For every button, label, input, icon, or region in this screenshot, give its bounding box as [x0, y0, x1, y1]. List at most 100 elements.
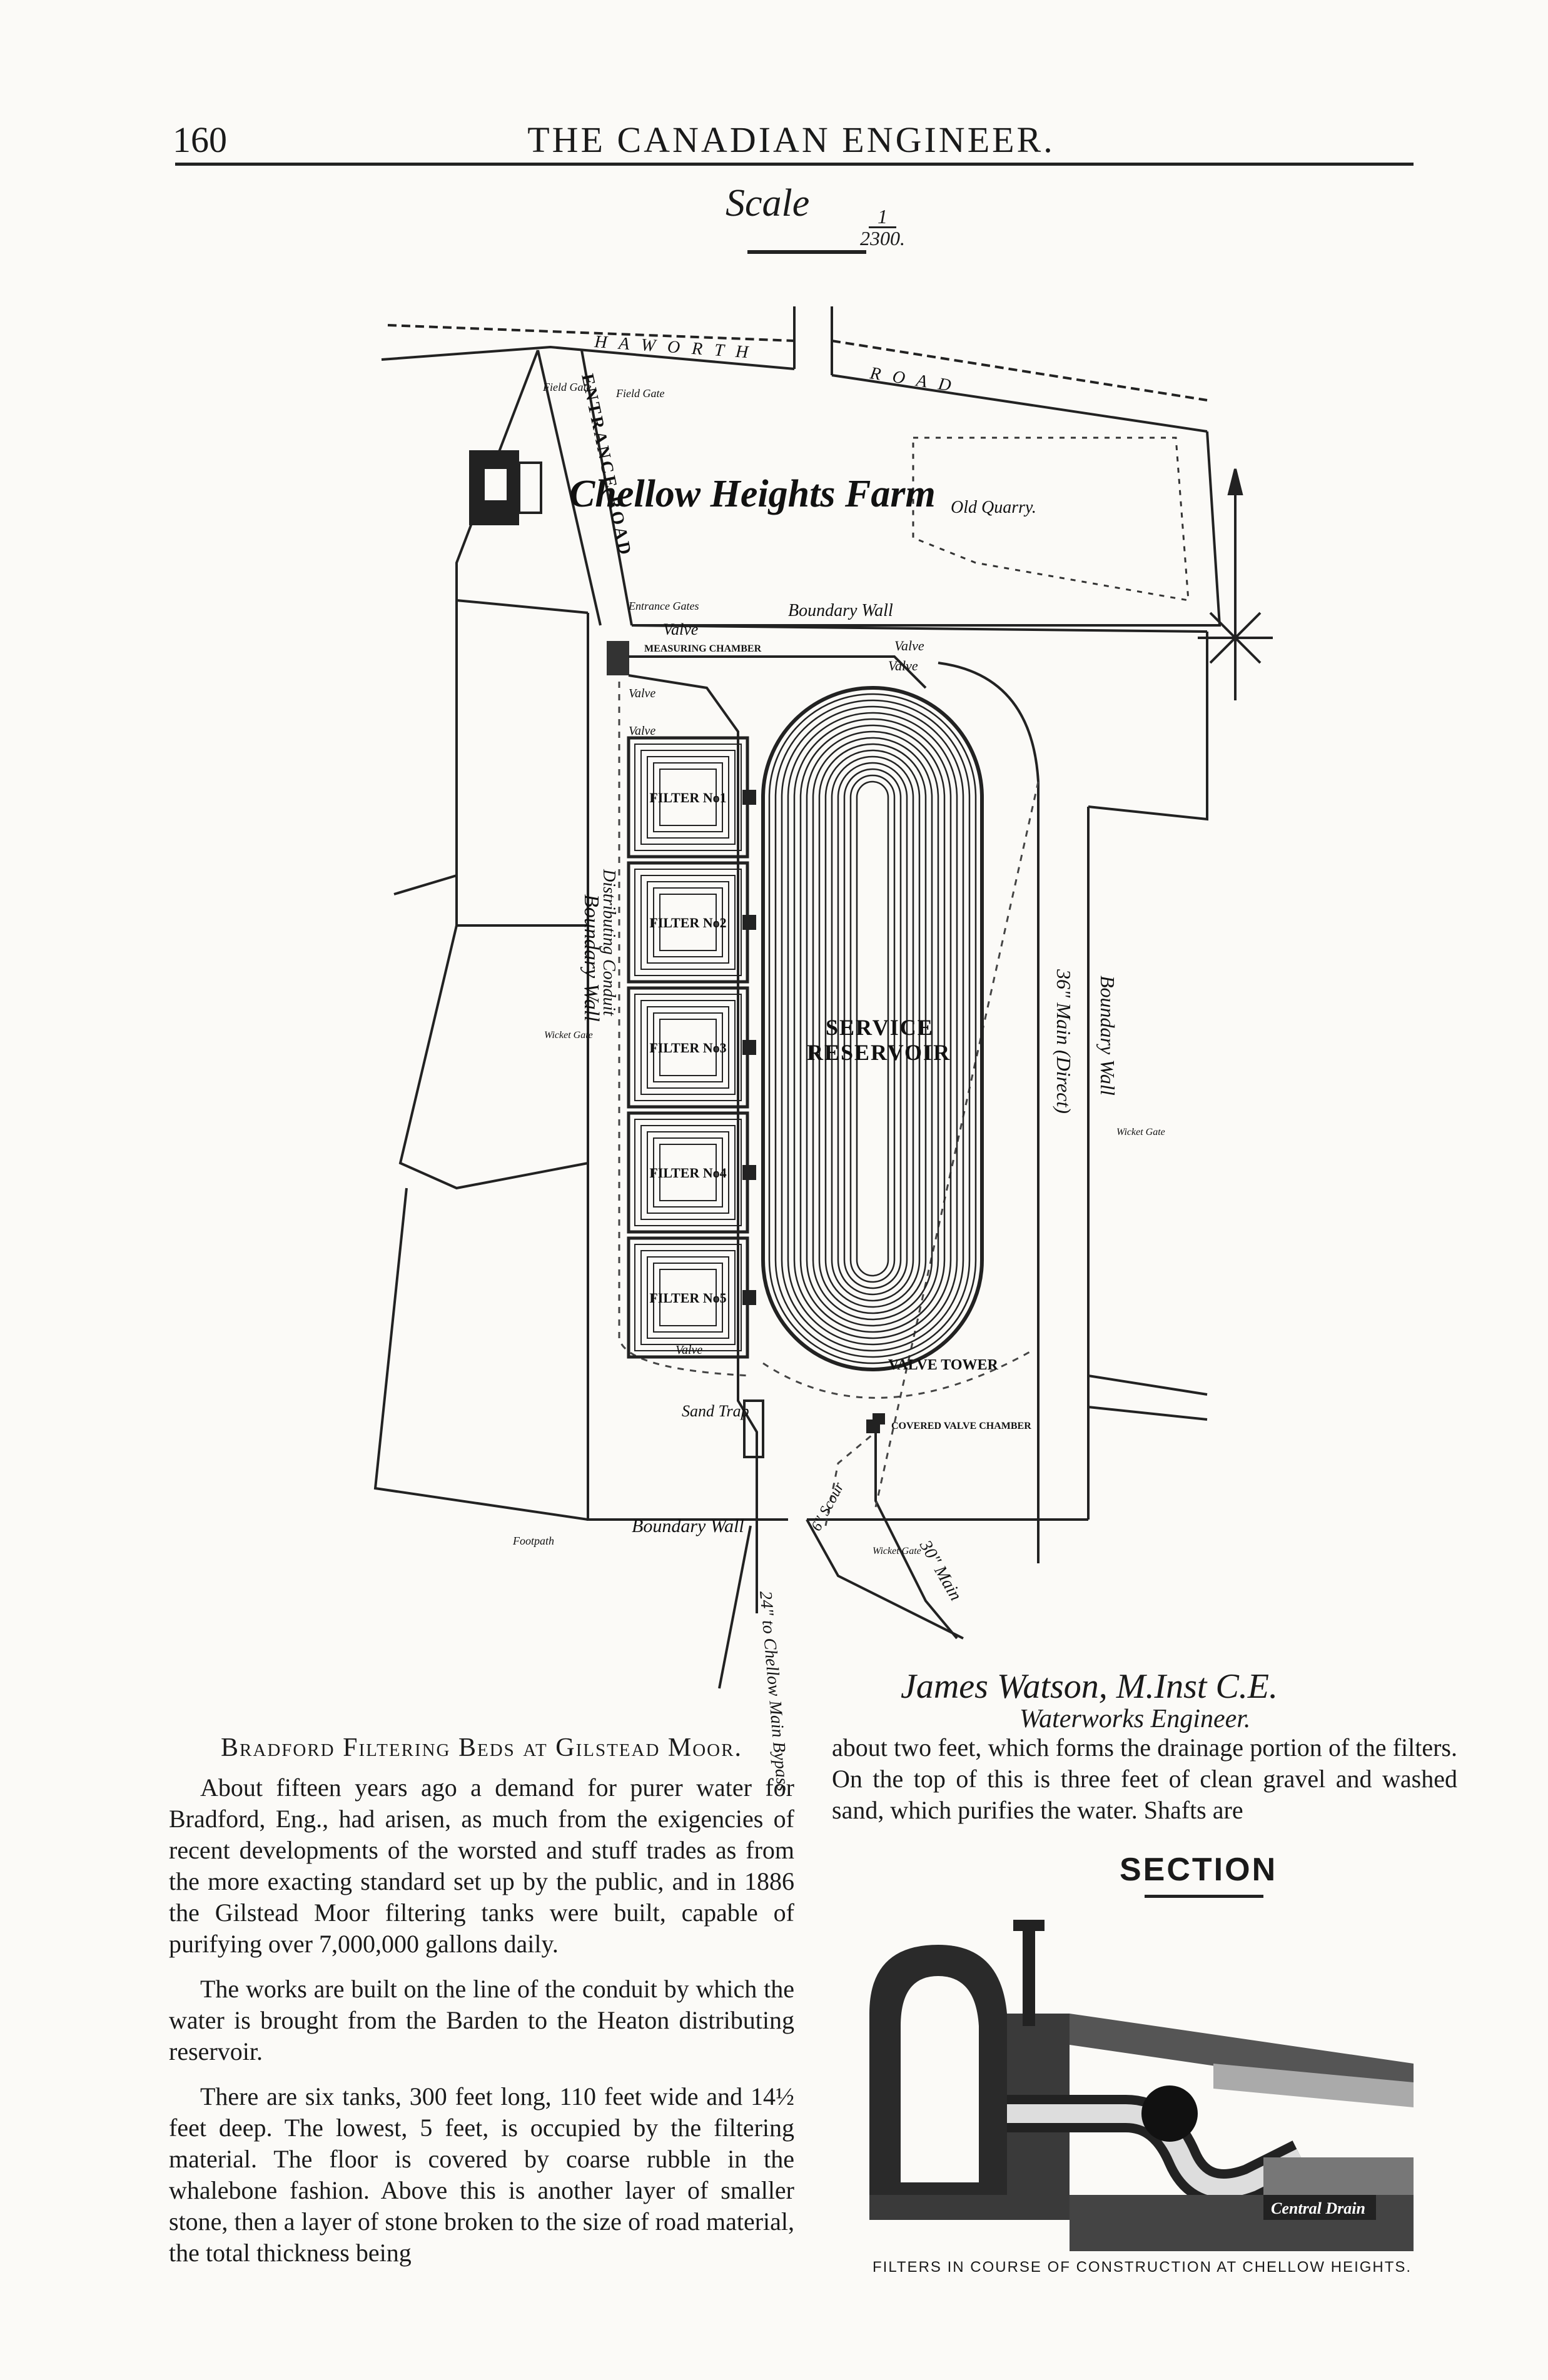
pipe-filter-main	[628, 674, 758, 1613]
filter-bed-outline	[653, 1137, 723, 1208]
filter-bed-outline	[653, 1263, 723, 1333]
field-line	[393, 600, 458, 895]
field-line	[806, 1519, 964, 1640]
filter-bed-outline	[659, 894, 717, 951]
road-label-road: R O A D	[868, 363, 956, 396]
filter-valve	[742, 1165, 756, 1180]
reservoir-contour	[818, 743, 927, 1314]
road-edge-lower-left	[381, 345, 795, 370]
filter-bed-outline	[647, 881, 729, 964]
filter-bed-outline	[647, 1006, 729, 1089]
signature-title: Waterworks Engineer.	[1019, 1705, 1251, 1733]
distributing-conduit-label: Distributing Conduit	[599, 869, 619, 1016]
quarry-label: Old Quarry.	[951, 498, 1036, 517]
reservoir-contour	[787, 712, 958, 1346]
service-reservoir-label-1: SERVICE	[826, 1015, 934, 1040]
filter-bed: FILTER No4	[627, 1111, 756, 1234]
central-drain-box	[1263, 2195, 1376, 2220]
boundary-wall-left-label: Boundary Wall	[580, 894, 603, 1022]
field-line	[1088, 1374, 1208, 1421]
road-junction	[793, 306, 833, 375]
filter-valve	[742, 1040, 756, 1055]
valve-label-4: Valve	[629, 687, 655, 700]
article-paragraph-continued: about two feet, which forms the drainage…	[832, 1733, 1457, 1824]
wicket-gate-bottom-label: Wicket Gate	[873, 1546, 921, 1556]
dashed-pipe	[762, 1349, 1033, 1399]
reservoir-contour	[837, 762, 908, 1296]
reservoir-contour	[856, 780, 889, 1277]
scale-numerator: 1	[869, 206, 896, 228]
section-pipe	[1007, 2085, 1310, 2207]
farm-label: Chellow Heights Farm	[569, 473, 936, 515]
service-reservoir-label-2: RESERVOIR	[807, 1040, 951, 1065]
filter-bed-outline	[659, 1019, 717, 1076]
field-gate-label-2: Field Gate	[615, 387, 664, 400]
pipe-36-main	[938, 662, 1040, 1563]
road-edge-top	[387, 324, 795, 342]
filter-bed-outline	[640, 1000, 736, 1095]
pipe-30-main	[874, 1426, 958, 1640]
road-edge-top-right	[831, 340, 1208, 401]
article-paragraph-2: The works are built on the line of the c…	[169, 1975, 794, 2065]
boundary-wall-right-label: Boundary Wall	[1096, 976, 1119, 1096]
filter-bed-outline	[634, 1119, 742, 1226]
reservoir-contour	[799, 724, 946, 1333]
entrance-gates-label: Entrance Gates	[628, 600, 699, 612]
covered-valve-chamber-label: COVERED VALVE CHAMBER	[891, 1421, 1031, 1431]
article-right-column: about two feet, which forms the drainage…	[832, 1732, 1457, 1840]
scale-label: Scale	[726, 182, 810, 224]
section-heading: SECTION	[1120, 1852, 1278, 1888]
scale-fraction: 1 2300.	[860, 206, 905, 248]
filter-label: FILTER No2	[649, 915, 726, 930]
road-edge-lower-right	[831, 374, 1208, 433]
sand-trap-box	[743, 1399, 764, 1458]
field-line	[455, 875, 588, 927]
boundary-wall-top-label: Boundary Wall	[788, 601, 893, 620]
boundary-wall-north	[631, 624, 1208, 633]
filter-bed: FILTER No1	[627, 736, 756, 859]
entrance-road	[537, 350, 633, 626]
farm-buildings	[469, 450, 542, 525]
page-number: 160	[173, 119, 227, 160]
article-heading: Bradford Filtering Beds at Gilstead Moor…	[221, 1733, 742, 1762]
filter-bed: FILTER No3	[627, 986, 756, 1109]
valve-tower-label: VALVE TOWER	[888, 1357, 999, 1373]
reservoir-contour	[774, 699, 971, 1358]
reservoir-contour	[768, 693, 977, 1364]
scale-rule	[747, 250, 866, 254]
header-rule	[175, 163, 1414, 166]
valve-label-3: Valve	[888, 658, 918, 673]
filter-bed-outline	[647, 1131, 729, 1214]
filter-bed-outline	[634, 744, 742, 851]
measuring-chamber-box	[607, 641, 629, 675]
journal-title: THE CANADIAN ENGINEER.	[527, 119, 1055, 160]
scale-denominator: 2300.	[860, 227, 905, 250]
boundary-wall-west	[587, 613, 788, 1521]
filter-bed-outline	[634, 869, 742, 976]
page-header: 160 THE CANADIAN ENGINEER.	[169, 113, 1414, 166]
article-paragraph-3: There are six tanks, 300 feet long, 110 …	[169, 2082, 794, 2267]
filter-bed-outline	[659, 1144, 717, 1201]
reservoir-contour	[812, 737, 933, 1321]
valve-label-6: Valve	[675, 1343, 702, 1357]
filter-bed-outline	[640, 1125, 736, 1220]
filter-bed-outline	[659, 1269, 717, 1326]
wicket-gate-left-label: Wicket Gate	[544, 1030, 593, 1041]
field-line	[398, 925, 589, 1190]
section-rule	[1145, 1895, 1263, 1898]
distributing-conduit-dashed	[618, 682, 751, 1377]
filter-label: FILTER No1	[649, 790, 726, 805]
field-line	[373, 1187, 589, 1521]
reservoir-contour	[761, 686, 984, 1371]
filter-bed-outline	[659, 769, 717, 826]
filter-bed: FILTER No2	[627, 861, 756, 984]
filter-bed-outline	[634, 994, 742, 1101]
field-gate-label-1: Field Gate	[542, 381, 591, 393]
filter-bed-outline	[653, 887, 723, 957]
section-valve-shaft	[1013, 1920, 1045, 2026]
filter-valve	[742, 790, 756, 805]
reservoir-contour	[849, 774, 896, 1283]
quarry-outline	[912, 436, 1190, 602]
sand-trap-label: Sand Trap	[682, 1402, 749, 1420]
